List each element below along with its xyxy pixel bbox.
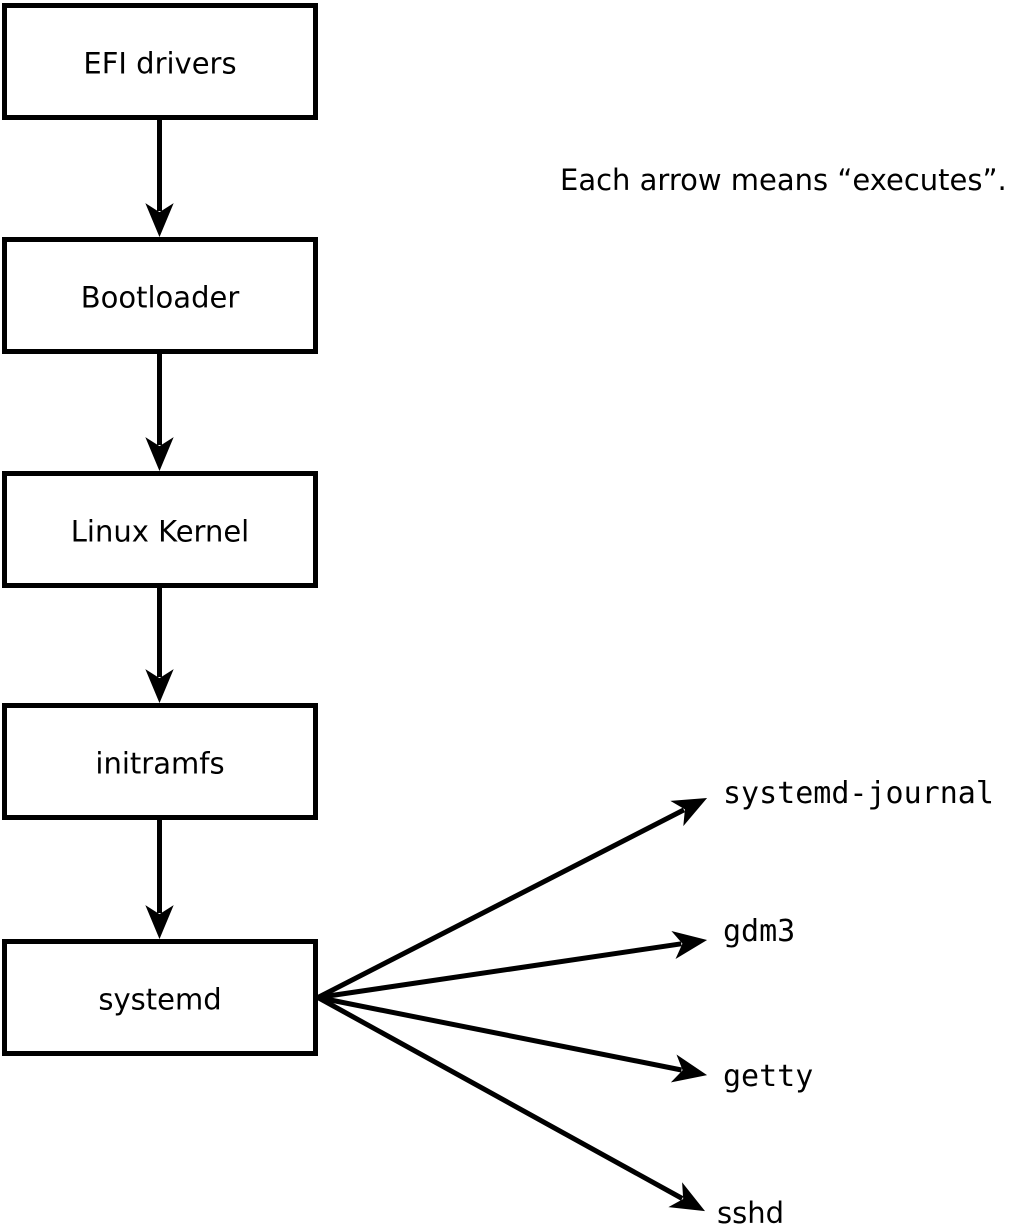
spawned-processes: systemd-journal gdm3 getty sshd bbox=[316, 776, 994, 1230]
boot-chain: EFI drivers Bootloader Linux Kernel init… bbox=[2, 3, 318, 1056]
box-label-linux-kernel: Linux Kernel bbox=[71, 515, 249, 549]
box-efi-drivers bbox=[2, 3, 318, 120]
arrow-systemd-to-journal bbox=[316, 798, 708, 1000]
box-label-systemd: systemd bbox=[98, 983, 221, 1017]
box-systemd bbox=[2, 939, 318, 1056]
box-linux-kernel bbox=[2, 471, 318, 588]
arrow-systemd-to-gdm3 bbox=[317, 930, 708, 1000]
label-getty: getty bbox=[723, 1059, 813, 1094]
box-label-initramfs: initramfs bbox=[95, 747, 224, 781]
box-label-efi-drivers: EFI drivers bbox=[83, 47, 236, 81]
label-systemd-journal: systemd-journal bbox=[723, 776, 994, 811]
box-initramfs bbox=[2, 703, 318, 820]
box-bootloader bbox=[2, 237, 318, 354]
box-label-bootloader: Bootloader bbox=[81, 281, 240, 315]
arrow-systemd-to-getty bbox=[317, 995, 708, 1083]
note-arrow-meaning: Each arrow means “executes”. bbox=[560, 163, 1007, 197]
label-sshd: sshd bbox=[717, 1196, 784, 1230]
label-gdm3: gdm3 bbox=[723, 914, 795, 949]
arrow-systemd-to-sshd bbox=[316, 995, 706, 1212]
